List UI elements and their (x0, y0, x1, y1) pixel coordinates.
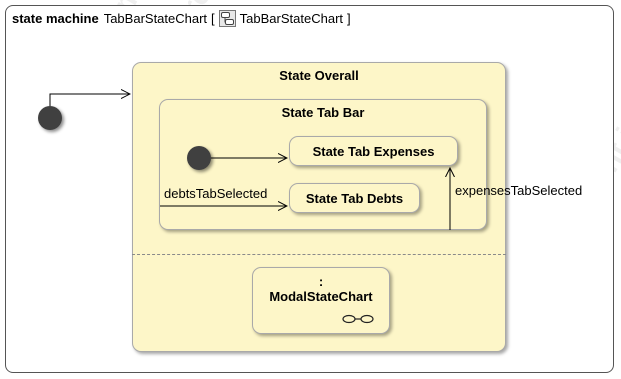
frame-open-bracket: [ (211, 10, 215, 26)
frame-ref-name: TabBarStateChart (239, 10, 344, 26)
frame-header: state machine TabBarStateChart [ TabBarS… (5, 5, 369, 31)
transition-label-debts: debtsTabSelected (164, 186, 268, 201)
modal-name: ModalStateChart (269, 289, 373, 304)
transition-label-expenses: expensesTabSelected (455, 183, 583, 198)
initial-node-outer[interactable] (38, 106, 62, 130)
state-tab-debts-label: State Tab Debts (305, 190, 404, 206)
state-tab-expenses[interactable]: State Tab Expenses (289, 136, 458, 166)
state-tab-bar-title: State Tab Bar (281, 105, 365, 120)
frame-name-label: TabBarStateChart (103, 10, 208, 26)
state-machine-icon (218, 9, 236, 27)
modal-prefix: : (318, 274, 324, 289)
state-tab-expenses-label: State Tab Expenses (312, 143, 435, 159)
state-modal-submachine[interactable]: : ModalStateChart (252, 267, 390, 334)
state-overall-title: State Overall (279, 68, 359, 83)
frame-kind-label: state machine (12, 10, 99, 26)
frame-close-bracket: ] (347, 10, 351, 26)
transition-initial-to-overall (49, 94, 130, 106)
initial-node-inner[interactable] (187, 146, 211, 170)
state-tab-debts[interactable]: State Tab Debts (289, 183, 420, 213)
submachine-icon (342, 311, 374, 329)
region-divider (132, 254, 506, 255)
